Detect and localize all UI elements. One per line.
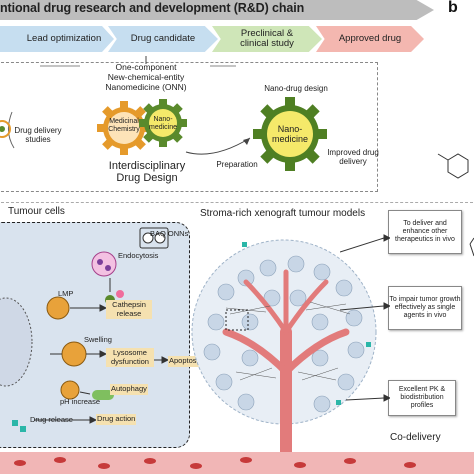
- onn-panel: [0, 62, 378, 192]
- nano-drug-design-label: Nano-drug design: [264, 84, 328, 93]
- xenograft-tumour-graphic: [191, 239, 377, 474]
- callout-arrows: [340, 234, 390, 402]
- tumour-cells-title: Tumour cells: [8, 206, 65, 217]
- medicinal-chemistry-gear-icon: [97, 101, 151, 155]
- gear-left-label: Medicinal Chemistry: [108, 118, 140, 133]
- xenograft-title: Stroma-rich xenograft tumour models: [200, 208, 366, 219]
- blood-vessel-strip: [0, 452, 474, 474]
- callout-impair-growth: To impair tumor growth effectively as si…: [388, 286, 462, 330]
- stage-preclinical: Preclinical & clinical study: [212, 26, 322, 52]
- interdisciplinary-caption: Interdisciplinary Drug Design: [108, 160, 186, 184]
- onn-connector-lines: [8, 56, 251, 155]
- improved-delivery-label: Improved drug delivery: [327, 148, 379, 166]
- stage-approved-drug: Approved drug: [316, 26, 424, 52]
- lysosome-dysfunction-box: Lysosome dysfunction: [106, 348, 154, 367]
- banner-title: ntional drug research and development (R…: [0, 1, 305, 15]
- drug-release-label: Drug release: [30, 415, 73, 424]
- autophagy-box: Autophagy: [110, 384, 148, 395]
- endocytosis-label: Endocytosis: [118, 251, 159, 260]
- stage-lead-optimization: Lead optimization: [14, 26, 114, 52]
- drug-action-box: Drug action: [96, 414, 137, 425]
- stage-drug-candidate: Drug candidate: [108, 26, 218, 52]
- swelling-label: Swelling: [84, 335, 112, 344]
- codelivery-label: Co-delivery: [390, 432, 441, 443]
- rd-chain-banner: [0, 0, 434, 20]
- lmp-label: LMP: [58, 289, 74, 298]
- nanomedicine-gear-icon: [139, 99, 187, 147]
- drug-delivery-gear-icon: [0, 120, 11, 138]
- preparation-label: Preparation: [216, 160, 258, 169]
- tumour-cell-graphics: [0, 227, 170, 432]
- nano-medicine-big-gear-icon: [253, 97, 327, 171]
- ph-increase-label: pH increase: [60, 397, 101, 406]
- gear-right-label: Nano-medicine: [148, 116, 177, 131]
- apoptosis-box: Apoptosis: [168, 356, 203, 367]
- onn-title: One-component New-chemical-entity Nanome…: [105, 62, 187, 92]
- blood-cells: [14, 457, 416, 469]
- drug-delivery-studies-label: Drug delivery studies: [14, 126, 62, 144]
- callout-deliver-therapeutics: To deliver and enhance other therapeutic…: [388, 210, 462, 254]
- stage-chevron-first: [0, 26, 22, 52]
- molecule-structures: [437, 153, 474, 257]
- cathepsin-release-box: Cathepsin release: [106, 300, 152, 319]
- callout-pk-biodistribution: Excellent PK & biodistribution profiles: [388, 380, 456, 416]
- baq-onns-label: BAQ ONNs: [150, 229, 189, 238]
- panel-label-b: b: [448, 0, 458, 16]
- big-gear-label: Nano-medicine: [271, 124, 309, 144]
